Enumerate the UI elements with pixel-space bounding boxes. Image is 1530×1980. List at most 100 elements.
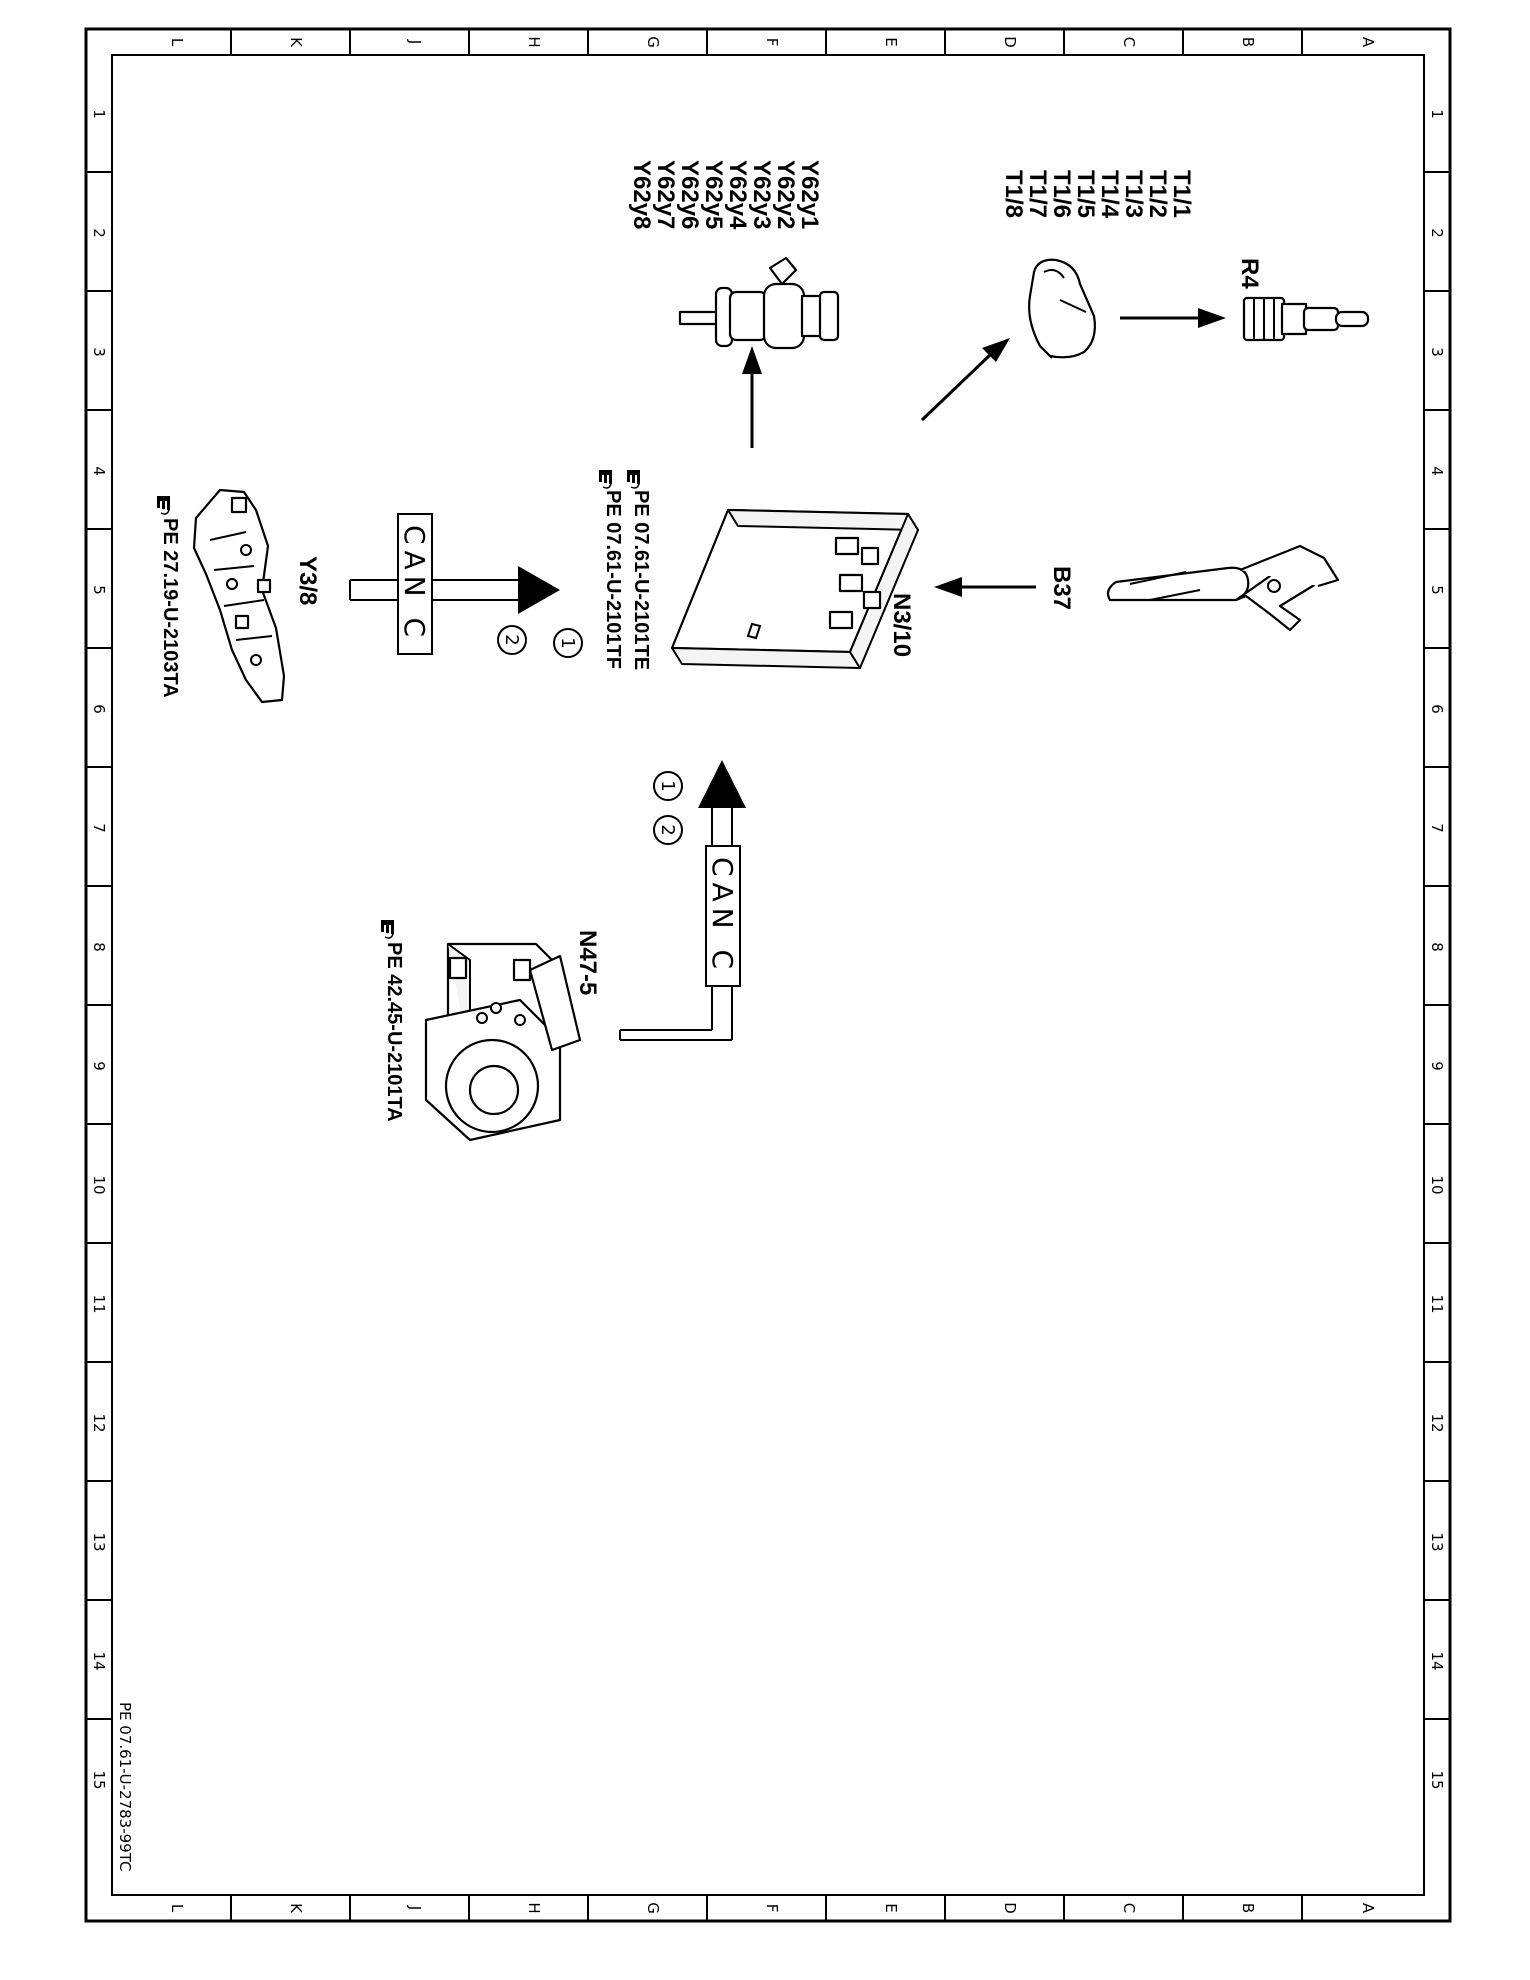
row-label: 11 — [90, 1294, 108, 1313]
row-label: 3 — [90, 347, 108, 357]
y62-label: Y62y2 — [772, 160, 799, 229]
pointing-hand-icon — [157, 496, 170, 515]
marker-circle — [553, 628, 583, 658]
col-label: A — [1359, 37, 1377, 48]
row-label: 1 — [90, 109, 108, 119]
t1-label: T1/4 — [1096, 170, 1123, 219]
y62-label: Y62y1 — [796, 160, 823, 229]
row-label: 14 — [90, 1651, 108, 1670]
row-label: 13 — [90, 1532, 108, 1551]
col-label: C — [1120, 1903, 1138, 1913]
y62-label: Y62y8 — [628, 160, 655, 229]
col-label: D — [1001, 1902, 1019, 1914]
y62-label: Y62y6 — [676, 160, 703, 229]
y62-label: Y62y3 — [748, 160, 775, 229]
row-label: 5 — [90, 585, 108, 595]
can-bus-lower — [619, 760, 746, 1041]
arrow-head — [982, 338, 1010, 362]
marker-circle — [653, 815, 683, 845]
col-label: C — [1120, 37, 1138, 47]
n3-10-ref-2: PE 07.61-U-2101TF — [602, 490, 624, 669]
y62-label: Y62y7 — [652, 160, 679, 229]
col-label: J — [406, 39, 424, 44]
inner-frame — [111, 54, 1425, 1896]
row-label: 14 — [1428, 1651, 1446, 1670]
col-label: E — [882, 1903, 900, 1912]
y3-8-transmission-control — [192, 488, 286, 704]
row-label: 7 — [90, 823, 108, 833]
row-label: 11 — [1428, 1294, 1446, 1313]
row-label: 8 — [90, 942, 108, 952]
y62-fuel-injector — [678, 256, 840, 350]
n47-5-label: N47-5 — [574, 930, 601, 995]
outer-frame — [84, 27, 1452, 1923]
row-label: 9 — [1428, 1061, 1446, 1071]
col-label: K — [287, 37, 305, 48]
y3-8-ref: PE 27.19-U-2103TA — [159, 518, 181, 698]
row-label: 5 — [1428, 585, 1446, 595]
t1-label: T1/3 — [1120, 170, 1147, 218]
t1-ignition-coil — [1028, 258, 1096, 359]
row-label: 7 — [1428, 823, 1446, 833]
t1-label: T1/1 — [1168, 170, 1195, 218]
t1-label: T1/8 — [1000, 170, 1027, 218]
row-label: 6 — [90, 704, 108, 714]
col-label: J — [406, 1905, 424, 1910]
pointing-hand-icon — [381, 920, 394, 939]
row-label: 1 — [1428, 109, 1446, 119]
document-id: PE 07.61-U-2783-99TC — [116, 1702, 134, 1871]
column-ticks — [230, 29, 1303, 1921]
can-bus-upper — [349, 513, 560, 655]
marker-2: 2 — [657, 824, 678, 835]
col-label: B — [1239, 1903, 1257, 1913]
row-label: 9 — [90, 1061, 108, 1071]
row-label: 2 — [1428, 228, 1446, 238]
row-label: 10 — [90, 1175, 108, 1194]
marker-circle — [653, 771, 683, 801]
t1-label: T1/6 — [1048, 170, 1075, 218]
r4-label: R4 — [1236, 258, 1263, 289]
arrow-head — [742, 346, 762, 374]
row-label: 4 — [1428, 466, 1446, 476]
row-label: 3 — [1428, 347, 1446, 357]
arrow-to-coil — [920, 353, 992, 422]
arrow-head — [1198, 308, 1226, 328]
col-label: D — [1001, 36, 1019, 48]
row-label: 15 — [1428, 1770, 1446, 1789]
col-label: H — [525, 1902, 543, 1913]
t1-label: T1/7 — [1024, 170, 1051, 218]
t1-label: T1/5 — [1072, 170, 1099, 218]
b37-pedal-sensor — [1106, 544, 1340, 632]
row-label: 13 — [1428, 1532, 1446, 1551]
marker-circle — [497, 625, 527, 655]
row-label: 12 — [1428, 1413, 1446, 1432]
col-label: G — [644, 36, 662, 48]
row-label: 2 — [90, 228, 108, 238]
marker-1: 1 — [557, 637, 578, 648]
row-labels-left: 1 2 3 4 5 6 7 8 9 10 11 12 13 14 15 — [90, 109, 108, 1789]
col-label: F — [763, 38, 781, 47]
marker-2: 2 — [501, 634, 522, 645]
col-label: B — [1239, 37, 1257, 47]
row-label: 6 — [1428, 704, 1446, 714]
col-label: E — [882, 37, 900, 46]
n3-10-ref-1: PE 07.61-U-2101TE — [630, 490, 652, 670]
row-label: 15 — [90, 1770, 108, 1789]
row-ticks — [86, 171, 1450, 1720]
col-label: A — [1359, 1903, 1377, 1914]
n3-10-control-unit — [670, 508, 919, 669]
y62-label: Y62y4 — [724, 160, 751, 230]
can-bus-lower-label: CAN C — [706, 857, 739, 975]
t1-label: T1/2 — [1144, 170, 1171, 218]
row-label: 4 — [90, 466, 108, 476]
b37-label: B37 — [1048, 566, 1075, 610]
pointing-hand-icon — [599, 470, 612, 489]
r4-spark-plug — [1242, 296, 1370, 342]
col-label: K — [287, 1903, 305, 1914]
pointing-hand-icon — [627, 470, 640, 489]
row-label: 10 — [1428, 1175, 1446, 1194]
arrow-head — [934, 577, 962, 597]
marker-1: 1 — [657, 780, 678, 791]
n47-5-ref: PE 42.45-U-2101TA — [383, 942, 405, 1122]
